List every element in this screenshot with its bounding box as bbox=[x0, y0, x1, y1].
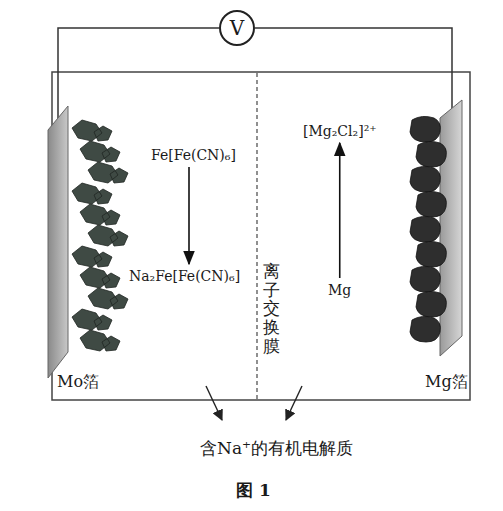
mg-grain bbox=[416, 141, 446, 167]
figure-caption: 图 1 bbox=[236, 479, 271, 502]
mg-grain bbox=[410, 166, 440, 192]
mg-grain bbox=[410, 266, 440, 292]
crystal bbox=[72, 309, 112, 330]
mg-grain bbox=[416, 291, 446, 317]
formula-text: Na₂Fe[Fe(CN)₆] bbox=[126, 266, 243, 286]
crystal bbox=[80, 141, 120, 162]
figure-caption: 图 1 bbox=[236, 479, 271, 502]
membrane-label: 离子交换膜 bbox=[263, 262, 280, 355]
mg-grain bbox=[416, 191, 446, 217]
leader-arrow bbox=[286, 386, 302, 420]
voltmeter: V bbox=[219, 10, 255, 46]
crystal bbox=[88, 162, 128, 183]
reaction-arrow bbox=[188, 167, 190, 264]
meter-symbol: V bbox=[230, 16, 244, 40]
crystal bbox=[88, 288, 128, 309]
crystal bbox=[88, 225, 128, 246]
electrode-label: Mo箔 bbox=[57, 372, 99, 393]
electrolyte-label: 含Na⁺的有机电解质 bbox=[200, 437, 353, 460]
crystal bbox=[72, 246, 112, 267]
mg-grain bbox=[410, 216, 440, 242]
chemical-formula: Fe[Fe(CN)₆] bbox=[151, 147, 236, 163]
crystal bbox=[80, 204, 120, 225]
chemical-formula: Mg bbox=[328, 282, 351, 298]
mo-foil bbox=[48, 106, 68, 378]
formula-text: Mg bbox=[325, 280, 354, 300]
crystal bbox=[80, 330, 120, 351]
mg-grain bbox=[416, 241, 446, 267]
reaction-arrow bbox=[339, 143, 341, 278]
chemical-formula: [Mg₂Cl₂]²⁺ bbox=[303, 123, 377, 139]
wire-right bbox=[255, 28, 452, 112]
crystal bbox=[72, 183, 112, 204]
crystal bbox=[72, 120, 112, 141]
electrode-label: Mg箔 bbox=[425, 372, 468, 393]
crystal bbox=[80, 267, 120, 288]
cell-container bbox=[52, 72, 470, 400]
mg-foil bbox=[440, 100, 462, 356]
leader-arrow bbox=[206, 386, 222, 420]
wire-left bbox=[58, 28, 219, 120]
mg-grain bbox=[410, 316, 440, 342]
chemical-formula: Na₂Fe[Fe(CN)₆] bbox=[129, 268, 240, 284]
crystal-texture bbox=[72, 120, 128, 351]
electrode-label: Mg箔 bbox=[425, 372, 468, 393]
electrolyte-label: 含Na⁺的有机电解质 bbox=[200, 437, 353, 460]
formula-text: Fe[Fe(CN)₆] bbox=[148, 145, 239, 165]
mg-grain bbox=[410, 116, 440, 142]
electrode-label: Mo箔 bbox=[57, 372, 99, 393]
mg-texture bbox=[410, 116, 446, 342]
formula-text: [Mg₂Cl₂]²⁺ bbox=[300, 121, 380, 141]
membrane-label: 离子交换膜 bbox=[263, 262, 280, 355]
ion-exchange-membrane bbox=[256, 73, 257, 399]
